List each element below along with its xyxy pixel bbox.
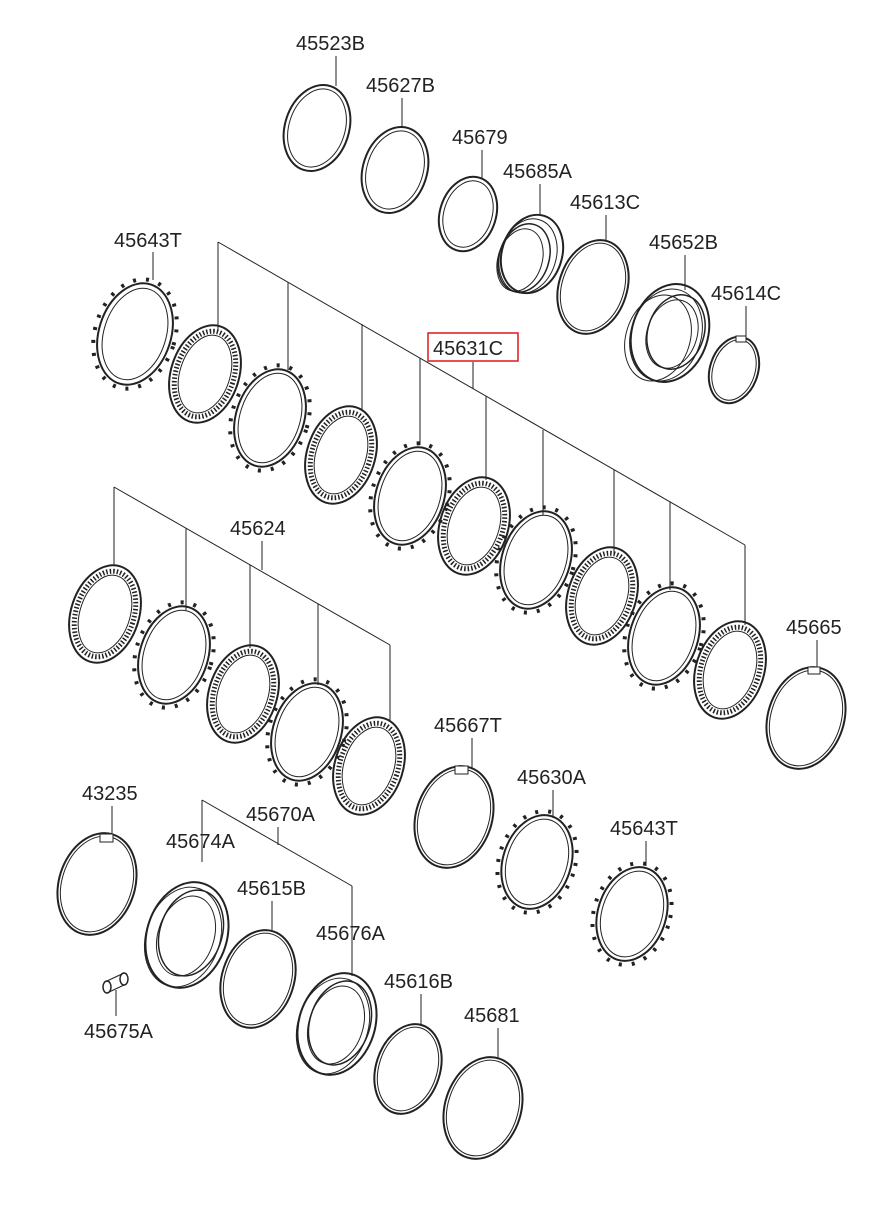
label-45627B[interactable]: 45627B — [366, 75, 435, 97]
label-45630A[interactable]: 45630A — [517, 767, 587, 789]
steel-plate-45624-1[interactable] — [121, 592, 227, 718]
friction-disc-45624-3[interactable] — [321, 708, 417, 824]
steel-plate-45643T-top[interactable] — [80, 252, 191, 400]
clutch-pack-45631C-leaders — [217, 241, 746, 625]
label-45670A[interactable]: 45670A — [246, 804, 316, 826]
label-45667T[interactable]: 45667T — [434, 715, 502, 737]
seal-ring-45681[interactable] — [431, 1028, 535, 1169]
label-45676A[interactable]: 45676A — [316, 923, 386, 945]
seal-ring-45616B[interactable] — [363, 994, 452, 1123]
friction-disc-2[interactable] — [293, 397, 389, 513]
friction-disc-1[interactable] — [157, 316, 253, 432]
friction-disc-45624-2[interactable] — [195, 636, 291, 752]
label-45614C[interactable]: 45614C — [711, 283, 781, 305]
steel-plate-45624-2[interactable] — [254, 669, 360, 795]
label-45643T-top[interactable]: 45643T — [114, 230, 182, 252]
label-45616B[interactable]: 45616B — [384, 971, 453, 993]
retainer-45676A[interactable] — [285, 963, 390, 1085]
snap-ring-45667T[interactable] — [402, 738, 506, 878]
snap-ring-45614C[interactable] — [701, 306, 768, 410]
label-45675A[interactable]: 45675A — [84, 1021, 154, 1043]
label-45652B[interactable]: 45652B — [649, 232, 718, 254]
steel-plate-45630A[interactable] — [485, 790, 589, 923]
piston-45685A[interactable] — [489, 184, 573, 301]
seal-ring-45615B[interactable] — [208, 901, 307, 1038]
pin-45675A[interactable] — [102, 972, 129, 1016]
piston-45652B[interactable] — [614, 255, 722, 392]
label-45665[interactable]: 45665 — [786, 617, 842, 639]
label-45631C[interactable]: 45631C — [433, 338, 503, 360]
steel-plate-3[interactable] — [357, 433, 463, 559]
snap-ring-45665[interactable] — [754, 640, 858, 779]
snap-ring-43235[interactable] — [45, 806, 149, 945]
friction-disc-4[interactable] — [554, 538, 650, 654]
steel-plate-45643T-bottom[interactable] — [580, 841, 684, 975]
seal-ring-45679[interactable] — [430, 150, 507, 259]
friction-disc-3[interactable] — [426, 468, 522, 584]
seal-ring-45523B[interactable] — [273, 56, 361, 180]
label-45613C[interactable]: 45613C — [570, 192, 640, 214]
seal-ring-45613C[interactable] — [546, 215, 640, 343]
steel-plate-4[interactable] — [483, 497, 589, 623]
label-45674A[interactable]: 45674A — [166, 831, 236, 853]
clutch-pack-45624-leaders — [113, 486, 391, 720]
label-45685A[interactable]: 45685A — [503, 161, 573, 183]
friction-disc-45624-1[interactable] — [57, 556, 153, 672]
label-45523B[interactable]: 45523B — [296, 33, 365, 55]
label-45643T-bottom[interactable]: 45643T — [610, 818, 678, 840]
label-45679[interactable]: 45679 — [452, 127, 508, 149]
group-45670A-leaders — [201, 799, 353, 976]
label-45681[interactable]: 45681 — [464, 1005, 520, 1027]
highlight-box-45631C — [427, 332, 519, 362]
steel-plate-5[interactable] — [611, 573, 717, 699]
label-43235[interactable]: 43235 — [82, 783, 138, 805]
seal-ring-45627B[interactable] — [351, 98, 439, 222]
friction-disc-5[interactable] — [682, 612, 778, 728]
label-45624[interactable]: 45624 — [230, 518, 286, 540]
piston-45674A[interactable] — [132, 871, 242, 998]
steel-plate-2[interactable] — [217, 355, 323, 481]
label-45615B[interactable]: 45615B — [237, 878, 306, 900]
